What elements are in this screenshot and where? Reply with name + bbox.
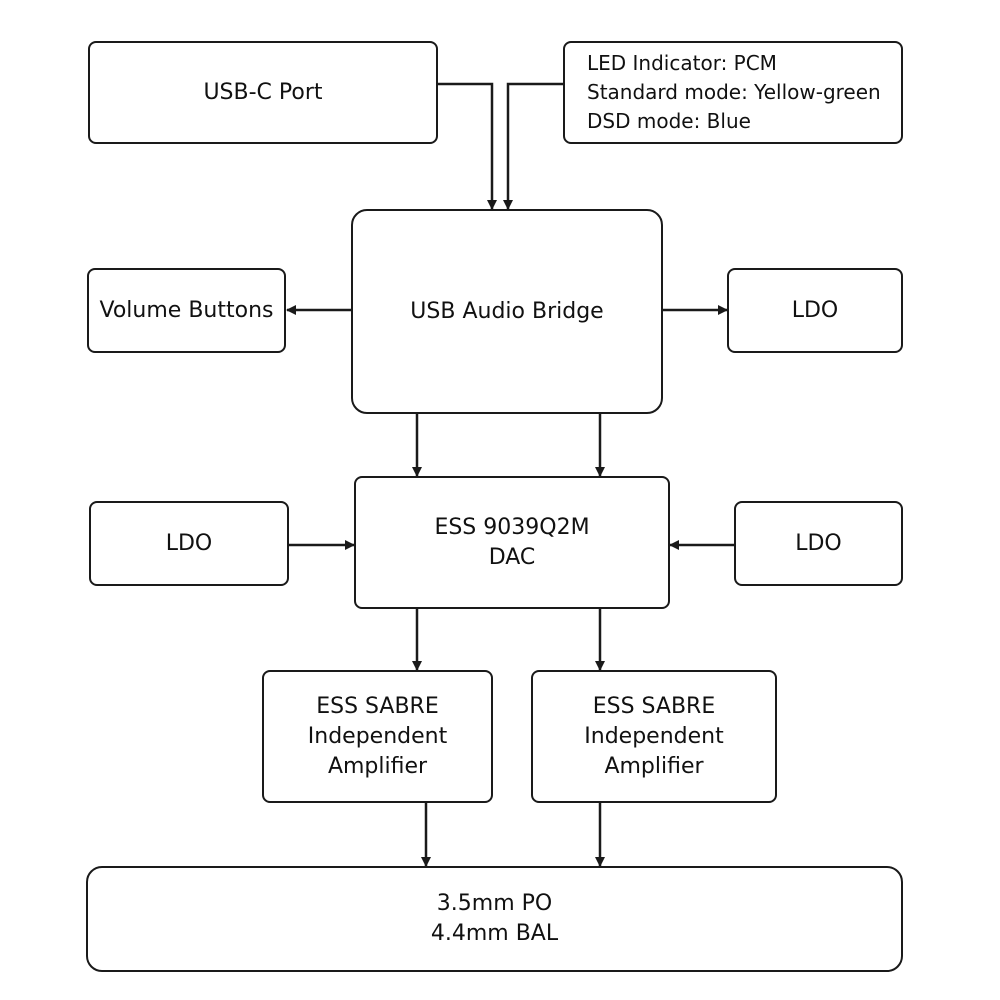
wire-usbc-to-bridge [437,82,497,210]
amp-right-block: ESS SABRE Independent Amplifier [531,670,777,803]
usb-audio-bridge-label: USB Audio Bridge [410,298,604,324]
outputs-line-1: 3.5mm PO [436,891,553,916]
dac-line-1: ESS 9039Q2M [434,514,590,540]
volume-buttons-block: Volume Buttons [87,268,286,353]
volume-buttons-label: Volume Buttons [99,297,274,323]
amp-left-line-2: Independent [307,723,448,749]
amp-right-line-1: ESS SABRE [592,693,716,719]
ldo-dac-right-block: LDO [734,501,903,586]
led-indicator-block: LED Indicator: PCM Standard mode: Yellow… [563,41,903,144]
amp-left-line-1: ESS SABRE [316,693,439,719]
amp-right-line-2: Independent [584,723,724,749]
amp-right-line-3: Amplifier [604,753,704,779]
dac-block: ESS 9039Q2M DAC [354,476,670,609]
amp-left-line-3: Amplifier [327,753,428,779]
usb-c-port-label: USB-C Port [203,79,323,105]
led-indicator-line-3: DSD mode: Blue [587,109,751,133]
amp-left-block: ESS SABRE Independent Amplifier [262,670,493,803]
wire-led-to-bridge [503,82,563,210]
led-indicator-line-1: LED Indicator: PCM [587,51,777,75]
usb-audio-bridge-block: USB Audio Bridge [351,209,663,414]
outputs-block: 3.5mm PO 4.4mm BAL [86,866,903,972]
ldo-bridge-label: LDO [791,297,839,323]
ldo-bridge-block: LDO [727,268,903,353]
dac-line-2: DAC [488,544,536,570]
ldo-dac-right-label: LDO [795,530,842,556]
usb-c-port-block: USB-C Port [88,41,438,144]
outputs-line-2: 4.4mm BAL [430,921,559,946]
led-indicator-line-2: Standard mode: Yellow-green [587,80,881,104]
ldo-dac-left-label: LDO [165,530,213,556]
ldo-dac-left-block: LDO [89,501,289,586]
